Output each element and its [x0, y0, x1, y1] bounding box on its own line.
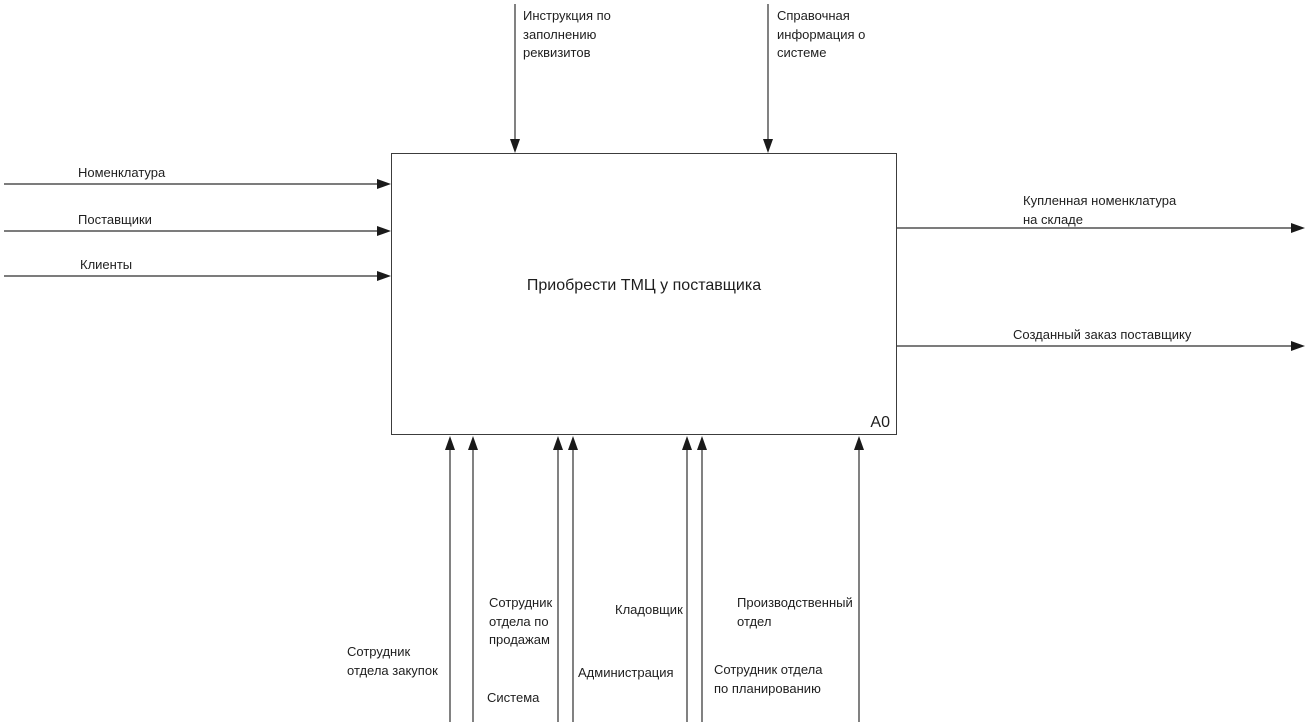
control-arrow-1 [510, 4, 520, 153]
mechanism-label-proizvodstvennyj-otdel: Производственный отдел [737, 595, 853, 629]
arrowhead-up-icon [697, 436, 707, 450]
arrowhead-right-icon [1291, 223, 1305, 233]
mechanism-label-otdel-planirovaniya: Сотрудник отдела по планированию [714, 662, 823, 696]
mechanism-arrow-4 [568, 436, 578, 722]
output-arrow-1 [897, 223, 1305, 233]
input-arrow-3 [4, 271, 391, 281]
input-label-klienty: Клиенты [80, 257, 133, 272]
arrowhead-right-icon [377, 179, 391, 189]
mechanism-label-kladovshchik: Кладовщик [615, 602, 683, 617]
mechanism-arrow-7 [854, 436, 864, 722]
mechanism-label-administraciya: Администрация [578, 665, 674, 680]
mechanism-arrow-2 [468, 436, 478, 722]
control-label-spravochnaya: Справочная информация о системе [777, 8, 866, 60]
mechanism-arrow-6 [697, 436, 707, 722]
mechanism-arrow-5 [682, 436, 692, 722]
output-label-sozdannyj-zakaz: Созданный заказ поставщику [1013, 327, 1192, 342]
arrowhead-up-icon [468, 436, 478, 450]
mechanism-arrow-1 [445, 436, 455, 722]
arrowhead-up-icon [682, 436, 692, 450]
arrowhead-down-icon [510, 139, 520, 153]
output-label-kuplennaya-nomenklatura: Купленная номенклатура на складе [1023, 193, 1177, 227]
arrowhead-up-icon [568, 436, 578, 450]
activity-title: Приобрести ТМЦ у поставщика [526, 277, 762, 294]
mechanism-arrow-3 [553, 436, 563, 722]
input-arrow-1 [4, 179, 391, 189]
arrowhead-right-icon [1291, 341, 1305, 351]
mechanism-label-otdel-prodazh: Сотрудник отдела по продажам [489, 595, 553, 647]
arrowhead-right-icon [377, 226, 391, 236]
mechanism-label-otdel-zakupok: Сотрудник отдела закупок [347, 644, 438, 678]
arrowhead-up-icon [445, 436, 455, 450]
arrowhead-down-icon [763, 139, 773, 153]
arrowhead-up-icon [854, 436, 864, 450]
arrowhead-right-icon [377, 271, 391, 281]
activity-box-a0: Приобрести ТМЦ у поставщика A0 [391, 153, 897, 435]
input-label-nomenklatura: Номенклатура [78, 165, 166, 180]
output-arrow-2 [897, 341, 1305, 351]
control-arrow-2 [763, 4, 773, 153]
control-label-instrukciya: Инструкция по заполнению реквизитов [523, 8, 611, 60]
input-label-postavshchiki: Поставщики [78, 212, 152, 227]
mechanism-label-sistema: Система [487, 690, 540, 705]
input-arrow-2 [4, 226, 391, 236]
arrowhead-up-icon [553, 436, 563, 450]
activity-code: A0 [870, 414, 890, 431]
